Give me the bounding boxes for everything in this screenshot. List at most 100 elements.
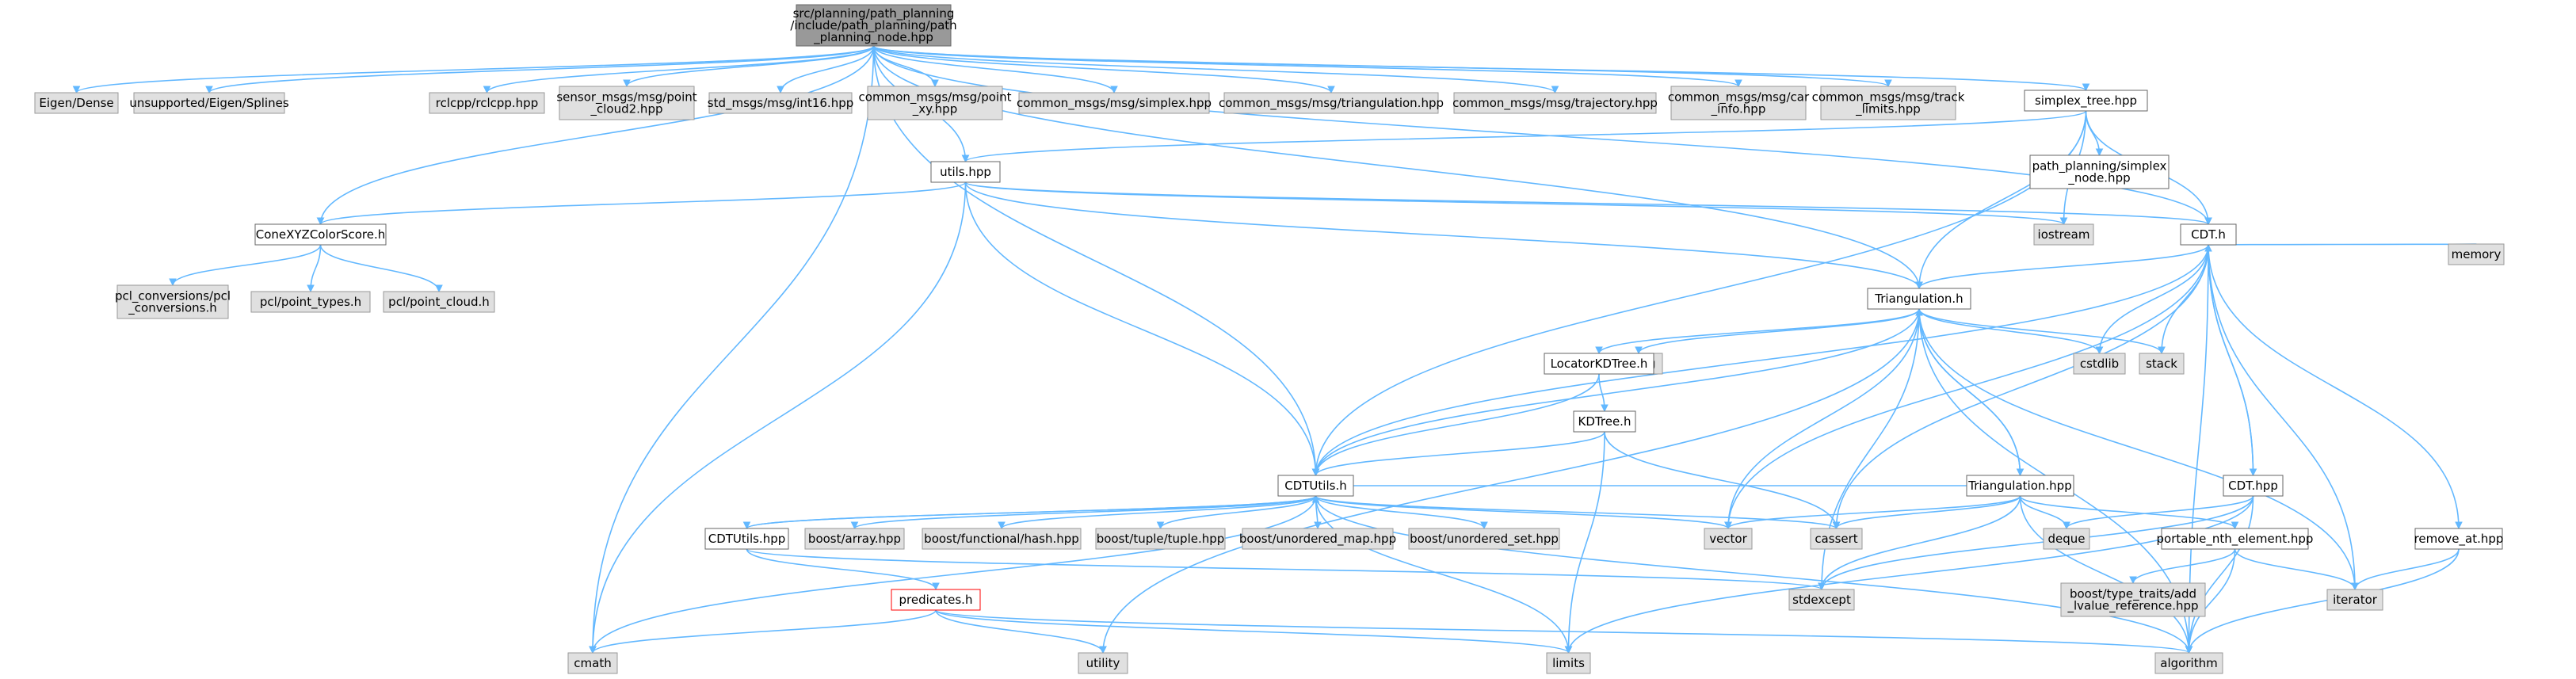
edge-portable_nth-to-boost_typetraits: [2132, 548, 2236, 584]
node-eigen-splines: unsupported/Eigen/Splines: [129, 92, 289, 114]
edge-root-to-cmath: [592, 45, 875, 654]
edge-arrowhead: [931, 79, 939, 88]
node-pcl-types: pcl/point_types.h: [250, 291, 371, 313]
edge-arrowhead: [1832, 521, 1841, 530]
edge-root-to-simplex_msg: [872, 45, 1115, 93]
node-cdtutils-hpp[interactable]: CDTUtils.hpp: [704, 528, 789, 550]
node-simplex-tree[interactable]: simplex_tree.hpp: [2024, 90, 2148, 112]
edge-conexyz-to-pcl_cloud: [319, 244, 440, 292]
edge-predicates-to-limits: [935, 609, 1570, 654]
node-conexyz[interactable]: ConeXYZColorScore.h: [254, 223, 387, 246]
node-locator[interactable]: LocatorKDTree.h: [1544, 353, 1654, 375]
edge-cdt_h-to-cstdlib: [2098, 244, 2209, 354]
node-label: iostream: [2038, 227, 2090, 242]
edge-arrowhead: [742, 521, 751, 530]
edge-arrowhead: [2095, 148, 2104, 157]
node-box: [2180, 223, 2237, 246]
node-trajectory-msg: common_msgs/msg/trajectory.hpp: [1452, 92, 1658, 114]
edge-root-to-triangulation_h: [872, 45, 1920, 289]
node-label: remove_at.hpp: [2414, 532, 2504, 547]
edge-cdt_h-to-triangulation_h: [1918, 244, 2209, 289]
edge-portable_nth-to-iterator: [2234, 548, 2356, 590]
node-triangulation-hpp[interactable]: Triangulation.hpp: [1966, 475, 2074, 497]
edge-root-to-cdtutils_h: [872, 45, 1317, 476]
edge-remove_at-to-iterator: [2354, 548, 2460, 590]
node-box: [383, 291, 495, 313]
edge-triangulation_h-to-cdtutils_h: [1315, 308, 1920, 476]
node-boost-hash: boost/functional/hash.hpp: [922, 528, 1082, 550]
edge-predicates-to-cmath: [592, 609, 937, 654]
edge-utils-to-cdtutils_h: [964, 181, 1317, 476]
node-remove-at[interactable]: remove_at.hpp: [2414, 528, 2504, 550]
node-label: _info.hpp: [1711, 102, 1766, 117]
node-root[interactable]: src/planning/path_planning/include/path_…: [790, 4, 957, 47]
edge-arrowhead: [2204, 217, 2212, 226]
node-box: [1277, 475, 1354, 497]
node-cdt-h[interactable]: CDT.h: [2180, 223, 2237, 246]
edge-arrowhead: [1915, 281, 1923, 290]
node-cdt-hpp[interactable]: CDT.hpp: [2223, 475, 2284, 497]
edge-triangulation_h-to-stack: [1918, 308, 2162, 354]
node-box: [1788, 589, 1855, 611]
node-label: predicates.h: [899, 593, 973, 607]
dependency-edges: [72, 45, 2480, 654]
edge-root-to-simplex_tree: [872, 45, 2087, 91]
node-label: pcl_conversions/pcl: [115, 289, 231, 304]
node-predicates[interactable]: predicates.h: [891, 589, 981, 611]
node-label: simplex_tree.hpp: [2035, 93, 2137, 109]
edge-cdtutils_hpp-to-stdexcept: [746, 548, 1822, 590]
edge-arrowhead: [1110, 86, 1118, 94]
node-box: [1223, 92, 1439, 114]
edge-cdt_h-to-memory: [2208, 243, 2477, 246]
edge-triangulation_h-to-locator: [1598, 308, 1920, 354]
node-label: cassert: [1815, 532, 1857, 546]
node-simplex-msg: common_msgs/msg/simplex.hpp: [1017, 92, 1212, 114]
node-label: Triangulation.h: [1874, 292, 1963, 306]
node-label: stack: [2146, 357, 2177, 371]
edge-root-to-eigen_splines: [208, 45, 875, 93]
node-triangulation-h[interactable]: Triangulation.h: [1867, 288, 1971, 310]
node-label: pcl/point_cloud.h: [388, 295, 490, 310]
node-box: [922, 528, 1082, 550]
node-boost-umap: boost/unordered_map.hpp: [1239, 528, 1396, 550]
edge-cdt_hpp-to-cdt_h: [2208, 244, 2254, 476]
edge-cdtutils_h-to-boost_tuple: [1159, 495, 1317, 529]
node-label: algorithm: [2160, 656, 2217, 670]
node-label: CDTUtils.hpp: [708, 532, 786, 546]
node-car-info: common_msgs/msg/car_info.hpp: [1668, 86, 1810, 120]
node-label: common_msgs/msg/trajectory.hpp: [1452, 96, 1658, 111]
node-cdtutils-h[interactable]: CDTUtils.h: [1277, 475, 1354, 497]
edge-arrowhead: [961, 154, 970, 163]
edge-root-to-eigen_dense: [75, 45, 875, 93]
edge-arrowhead: [1156, 521, 1165, 530]
edge-root-to-trajectory_msg: [872, 45, 1556, 93]
edge-arrowhead: [1480, 521, 1488, 530]
edge-arrowhead: [205, 86, 213, 94]
node-int16: std_msgs/msg/int16.hpp: [708, 92, 853, 114]
node-box: [796, 4, 952, 47]
edge-cdt_hpp-to-stdexcept: [1821, 495, 2254, 590]
edge-arrowhead: [932, 582, 940, 591]
node-box: [1573, 410, 1636, 433]
node-utils[interactable]: utils.hpp: [930, 161, 1001, 183]
node-label: common_msgs/msg/track: [1812, 90, 1965, 105]
node-label: common_msgs/msg/triangulation.hpp: [1219, 96, 1444, 111]
node-label: ConeXYZColorScore.h: [256, 227, 386, 242]
edge-portable_nth-to-algorithm: [2188, 548, 2236, 654]
edge-cdtutils_h-to-vector: [1315, 495, 1729, 529]
edge-triangulation_h-to-vector: [1727, 308, 1920, 529]
node-simplex-node[interactable]: path_planning/simplex_node.hpp: [2029, 154, 2170, 189]
node-label: stdexcept: [1792, 593, 1851, 607]
node-label: Triangulation.hpp: [1967, 479, 2071, 493]
node-rclcpp: rclcpp/rclcpp.hpp: [429, 92, 545, 114]
edge-cdtutils_h-to-boost_uset: [1315, 495, 1485, 529]
node-kdtree[interactable]: KDTree.h: [1573, 410, 1636, 433]
edge-triangulation_hpp-to-triangulation_h: [1918, 308, 2021, 476]
edge-kdtree-to-cdtutils_h: [1315, 431, 1605, 476]
node-label: boost/array.hpp: [808, 532, 901, 546]
node-portable-nth[interactable]: portable_nth_element.hpp: [2157, 528, 2314, 550]
node-label: _conversions.h: [128, 301, 216, 316]
node-label: LocatorKDTree.h: [1551, 357, 1648, 371]
edge-arrowhead: [72, 86, 81, 94]
